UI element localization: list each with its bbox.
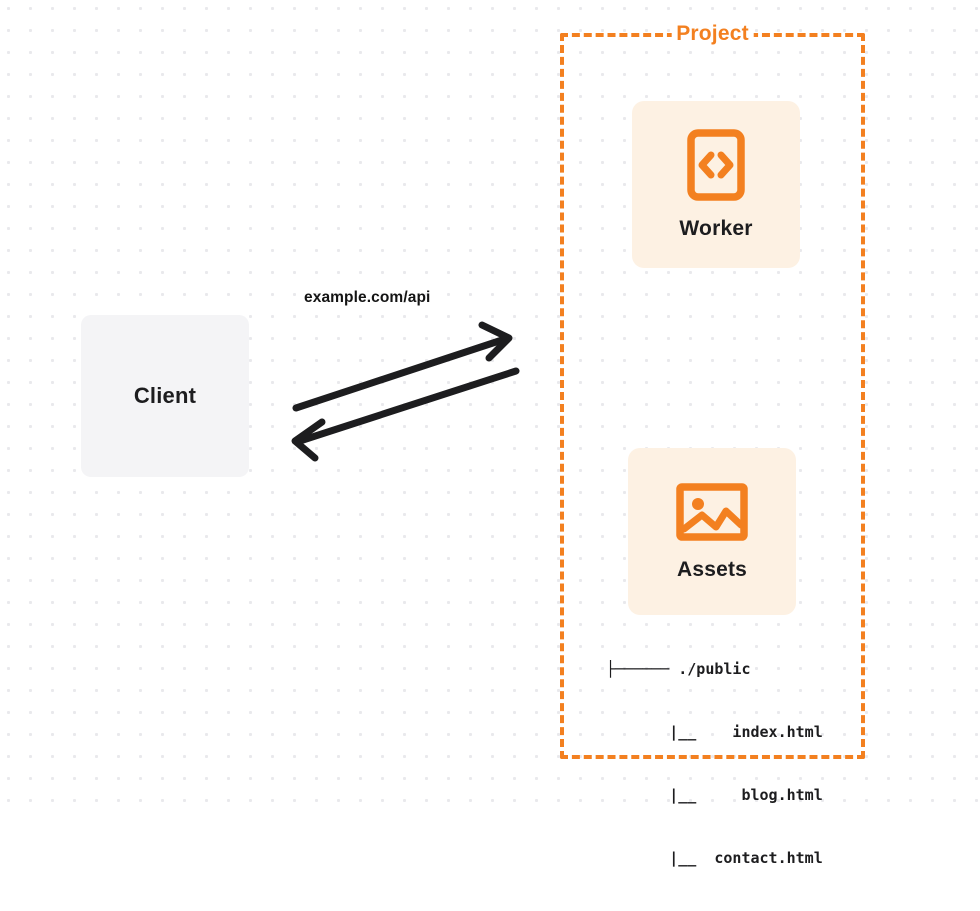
assets-node: Assets — [628, 448, 796, 615]
image-icon — [676, 482, 748, 542]
assets-file-tree: ├────── ./public |__ index.html |__ blog… — [606, 617, 823, 911]
file-tree-row: |__ blog.html — [606, 786, 823, 804]
file-tree-row: |__ index.html — [606, 723, 823, 741]
client-node: Client — [81, 315, 249, 477]
request-arrow-icon — [292, 321, 513, 412]
file-tree-row: ├────── ./public — [606, 660, 751, 678]
worker-label: Worker — [679, 216, 753, 240]
client-label: Client — [133, 383, 197, 408]
project-boundary: Project — [560, 22, 865, 759]
code-brackets-icon — [687, 128, 745, 201]
response-arrow-icon — [291, 367, 520, 462]
project-title: Project — [671, 22, 754, 46]
file-tree-row: |__ contact.html — [606, 849, 823, 867]
diagram-canvas: Client example.com/api Project Worker — [0, 0, 980, 867]
connection-label: example.com/api — [304, 289, 431, 306]
worker-node: Worker — [632, 101, 800, 268]
assets-label: Assets — [676, 557, 748, 581]
